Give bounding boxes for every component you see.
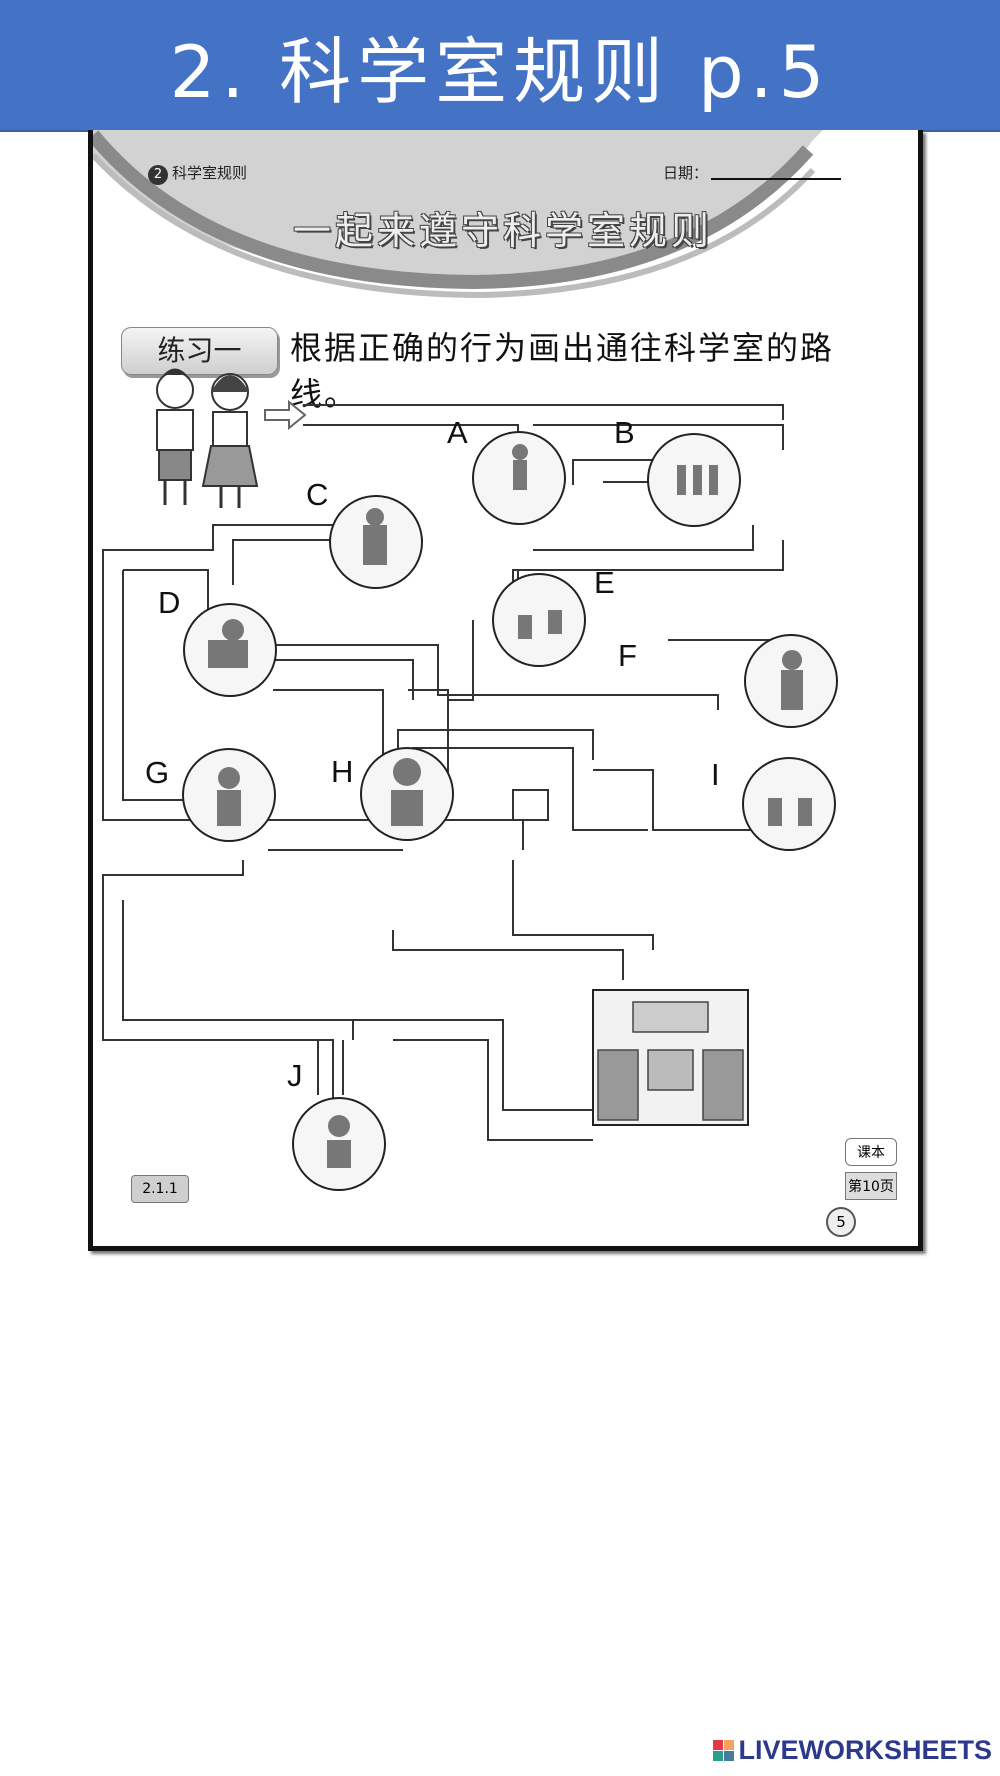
title-banner: 2. 科学室规则 p.5 (0, 0, 1000, 132)
maze[interactable] (93, 130, 918, 1246)
page-heading: 一起来遵守科学室规则 (292, 209, 713, 253)
logo-square-2 (724, 1740, 735, 1750)
unit-number: 2 (148, 165, 168, 185)
date-label: 日期： (663, 164, 709, 182)
maze-label-b: B (614, 415, 635, 450)
logo-square-4 (724, 1751, 735, 1761)
textbook-page: 第10页 (845, 1172, 897, 1200)
unit-title: 科学室规则 (172, 164, 248, 182)
maze-label-d: D (158, 585, 181, 620)
textbook-reference: 课本 第10页 (845, 1138, 897, 1200)
brand-text: LIVEWORKSHEETS (738, 1735, 992, 1765)
page-number: 5 (826, 1207, 856, 1237)
logo-square-1 (713, 1740, 724, 1750)
liveworksheets-brand[interactable]: LIVEWORKSHEETS (713, 1735, 992, 1766)
header-swoosh (93, 130, 823, 299)
maze-label-g: G (145, 755, 170, 790)
maze-label-h: H (331, 754, 354, 789)
banner-title: 2. 科学室规则 p.5 (169, 29, 831, 114)
logo-square-3 (713, 1751, 724, 1761)
liveworksheets-logo-icon (713, 1740, 735, 1761)
scene-i (742, 757, 836, 851)
students-picture (156, 368, 259, 508)
exercise-tag: 练习一 (121, 327, 278, 375)
textbook-label: 课本 (845, 1138, 897, 1166)
scene-e (492, 573, 586, 667)
instruction-text: 根据正确的行为画出通往科学室的路线。 (290, 329, 835, 413)
maze-label-e: E (594, 565, 615, 600)
start-arrow-icon (264, 399, 307, 431)
science-room-picture (592, 989, 749, 1126)
maze-label-c: C (306, 477, 329, 512)
reference-code: 2.1.1 (131, 1175, 189, 1203)
date-field[interactable] (711, 178, 841, 180)
maze-label-a: A (447, 415, 468, 450)
maze-label-i: I (711, 757, 720, 792)
maze-label-f: F (618, 638, 637, 673)
maze-label-j: J (287, 1058, 303, 1093)
